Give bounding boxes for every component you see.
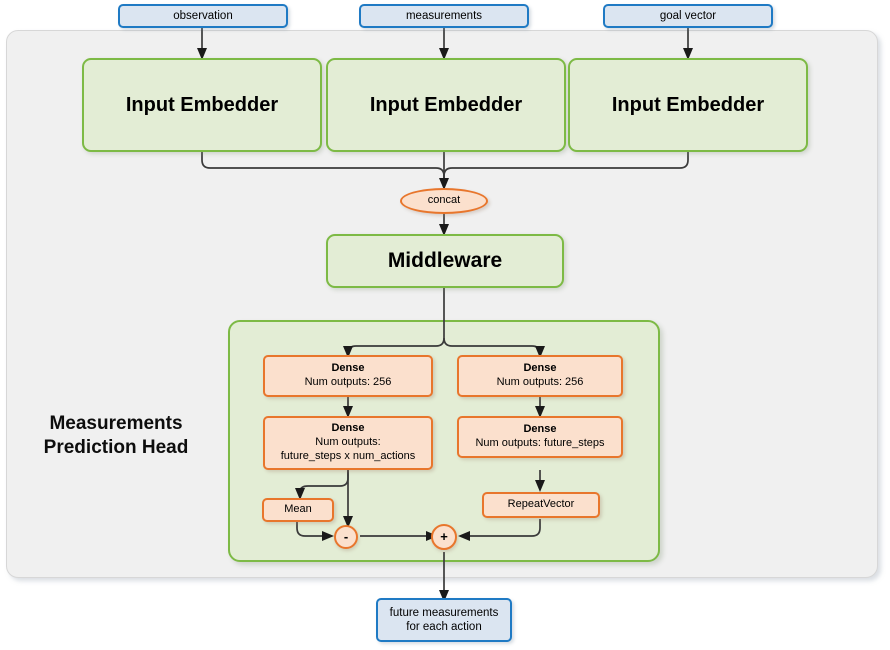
- add-operator-label: +: [440, 528, 448, 544]
- input-measurements-label: measurements: [405, 9, 483, 22]
- concat-label: concat: [427, 194, 461, 207]
- subtract-operator[interactable]: -: [334, 525, 358, 549]
- dense-right-2-subtitle: Num outputs: future_steps: [475, 437, 605, 449]
- add-operator[interactable]: +: [431, 524, 457, 550]
- dense-right-2[interactable]: Dense Num outputs: future_steps: [457, 416, 623, 458]
- input-observation[interactable]: observation: [118, 4, 288, 28]
- input-embedder-measurements-label: Input Embedder: [369, 93, 523, 116]
- output-line2: for each action: [406, 621, 482, 633]
- dense-left-1-subtitle: Num outputs: 256: [304, 376, 392, 388]
- dense-right-1-subtitle: Num outputs: 256: [496, 376, 584, 388]
- concat-node[interactable]: concat: [400, 188, 488, 214]
- subtract-operator-label: -: [343, 528, 349, 544]
- measurements-prediction-head-label: Measurements Prediction Head: [18, 412, 214, 460]
- repeat-vector-node[interactable]: RepeatVector: [482, 492, 600, 518]
- repeat-vector-label: RepeatVector: [507, 498, 575, 511]
- output-future-measurements[interactable]: future measurements for each action: [376, 598, 512, 642]
- middleware-node[interactable]: Middleware: [326, 234, 564, 288]
- input-observation-label: observation: [173, 9, 233, 22]
- dense-right-1-title: Dense: [523, 362, 557, 375]
- dense-left-2-title: Dense: [331, 422, 365, 435]
- input-goal-vector[interactable]: goal vector: [603, 4, 773, 28]
- input-embedder-goal-vector-label: Input Embedder: [611, 93, 765, 116]
- mean-node[interactable]: Mean: [262, 498, 334, 522]
- input-embedder-observation-label: Input Embedder: [125, 93, 279, 116]
- head-label-line1: Measurements: [49, 413, 183, 434]
- input-embedder-measurements[interactable]: Input Embedder: [326, 58, 566, 152]
- dense-left-1[interactable]: Dense Num outputs: 256: [263, 355, 433, 397]
- dense-right-1[interactable]: Dense Num outputs: 256: [457, 355, 623, 397]
- input-embedder-goal-vector[interactable]: Input Embedder: [568, 58, 808, 152]
- dense-left-2[interactable]: Dense Num outputs: future_steps x num_ac…: [263, 416, 433, 470]
- dense-right-2-title: Dense: [523, 423, 557, 436]
- mean-label: Mean: [284, 503, 312, 516]
- input-embedder-observation[interactable]: Input Embedder: [82, 58, 322, 152]
- dense-left-2-subtitle-line1: Num outputs:: [315, 436, 381, 449]
- head-label-line2: Prediction Head: [43, 436, 189, 458]
- input-measurements[interactable]: measurements: [359, 4, 529, 28]
- middleware-label: Middleware: [387, 248, 503, 272]
- dense-left-1-title: Dense: [331, 362, 365, 375]
- output-line1: future measurements: [389, 606, 499, 619]
- input-goal-vector-label: goal vector: [659, 9, 717, 22]
- dense-left-2-subtitle-line2: future_steps x num_actions: [280, 449, 416, 462]
